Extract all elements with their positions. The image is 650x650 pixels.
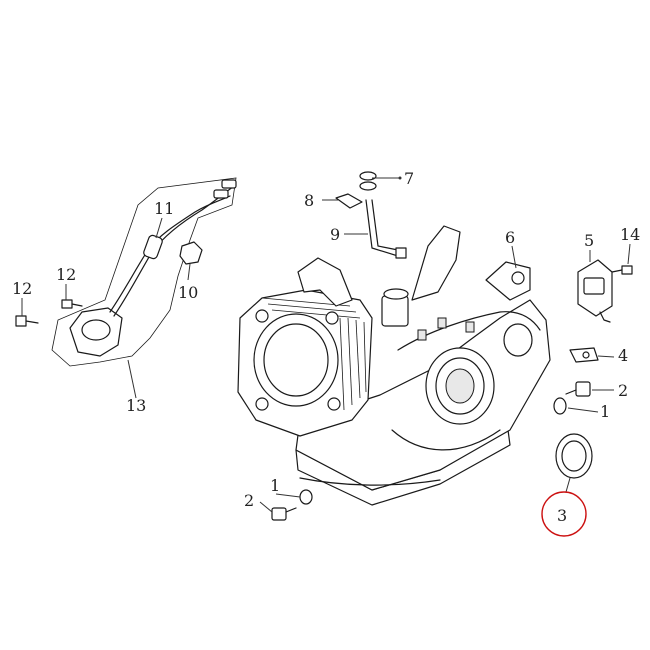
wire-connector-a bbox=[213, 189, 229, 199]
assembly-13-outline bbox=[51, 177, 237, 367]
crankcase-side-wire bbox=[299, 477, 441, 486]
callout-10: 10 bbox=[178, 283, 198, 302]
head-bolt-boss bbox=[325, 311, 339, 325]
drain-bolt-2-lower bbox=[271, 507, 297, 521]
callout-8: 8 bbox=[304, 191, 314, 210]
oil-seal-3 bbox=[555, 433, 593, 479]
mount-hole bbox=[511, 271, 525, 285]
screw-14 bbox=[611, 265, 633, 275]
wire-clip bbox=[417, 329, 427, 341]
callout-3: 3 bbox=[557, 506, 567, 525]
crankcase-lower-rib bbox=[391, 429, 501, 451]
nut-10 bbox=[179, 241, 203, 265]
callout-14: 14 bbox=[620, 225, 640, 244]
callout-2: 2 bbox=[618, 381, 628, 400]
governor-bracket-6 bbox=[297, 257, 353, 307]
callout-9: 9 bbox=[330, 225, 340, 244]
head-bolt-boss bbox=[327, 397, 341, 411]
wire-connector-b bbox=[221, 179, 237, 189]
wire-clip bbox=[437, 317, 447, 329]
head-bolt-boss bbox=[255, 397, 269, 411]
oil-alert-assembly-group bbox=[15, 177, 237, 367]
drain-bolt-2-right bbox=[565, 381, 591, 397]
callout-4: 4 bbox=[618, 346, 628, 365]
callout-2: 2 bbox=[244, 491, 254, 510]
breather-boss bbox=[381, 295, 409, 327]
sensor-wire bbox=[109, 195, 231, 313]
callout-12: 12 bbox=[56, 265, 76, 284]
cylinder-bore-inner bbox=[263, 323, 329, 397]
callout-1: 1 bbox=[270, 476, 280, 495]
lifting-bracket bbox=[411, 225, 461, 301]
callout-12: 12 bbox=[12, 279, 32, 298]
crankcase-group bbox=[237, 225, 551, 506]
washer-1-right bbox=[553, 397, 567, 415]
washer-7 bbox=[359, 171, 377, 191]
oil-alert-unit-5 bbox=[577, 259, 613, 323]
washer-1-lower bbox=[299, 489, 313, 505]
wire-grommet bbox=[143, 234, 163, 260]
governor-rod-9 bbox=[365, 199, 407, 259]
bolt-12-left bbox=[15, 315, 39, 327]
callout-7: 7 bbox=[404, 169, 414, 188]
cylinder-bore-outer bbox=[253, 313, 339, 407]
callout-5: 5 bbox=[584, 231, 594, 250]
cylinder-fins bbox=[261, 297, 367, 411]
camshaft-boss bbox=[503, 323, 533, 357]
clamp-4 bbox=[569, 347, 599, 363]
wire-clip bbox=[465, 321, 475, 333]
bolt-12-right bbox=[61, 299, 83, 309]
clip-8 bbox=[335, 193, 363, 209]
callout-11: 11 bbox=[154, 199, 174, 218]
breather-top bbox=[383, 288, 409, 300]
leader-dot bbox=[398, 176, 402, 180]
oil-sensor-body bbox=[69, 307, 123, 357]
callout-6: 6 bbox=[505, 228, 515, 247]
crankshaft-bore-inner bbox=[435, 357, 485, 415]
crankshaft-bore-center bbox=[445, 368, 475, 404]
oil-sensor-cap bbox=[81, 319, 111, 341]
callout-1: 1 bbox=[600, 402, 610, 421]
leader-lines bbox=[21, 177, 631, 513]
head-bolt-boss bbox=[255, 309, 269, 323]
highlight-circle bbox=[541, 491, 587, 537]
callout-13: 13 bbox=[126, 396, 146, 415]
